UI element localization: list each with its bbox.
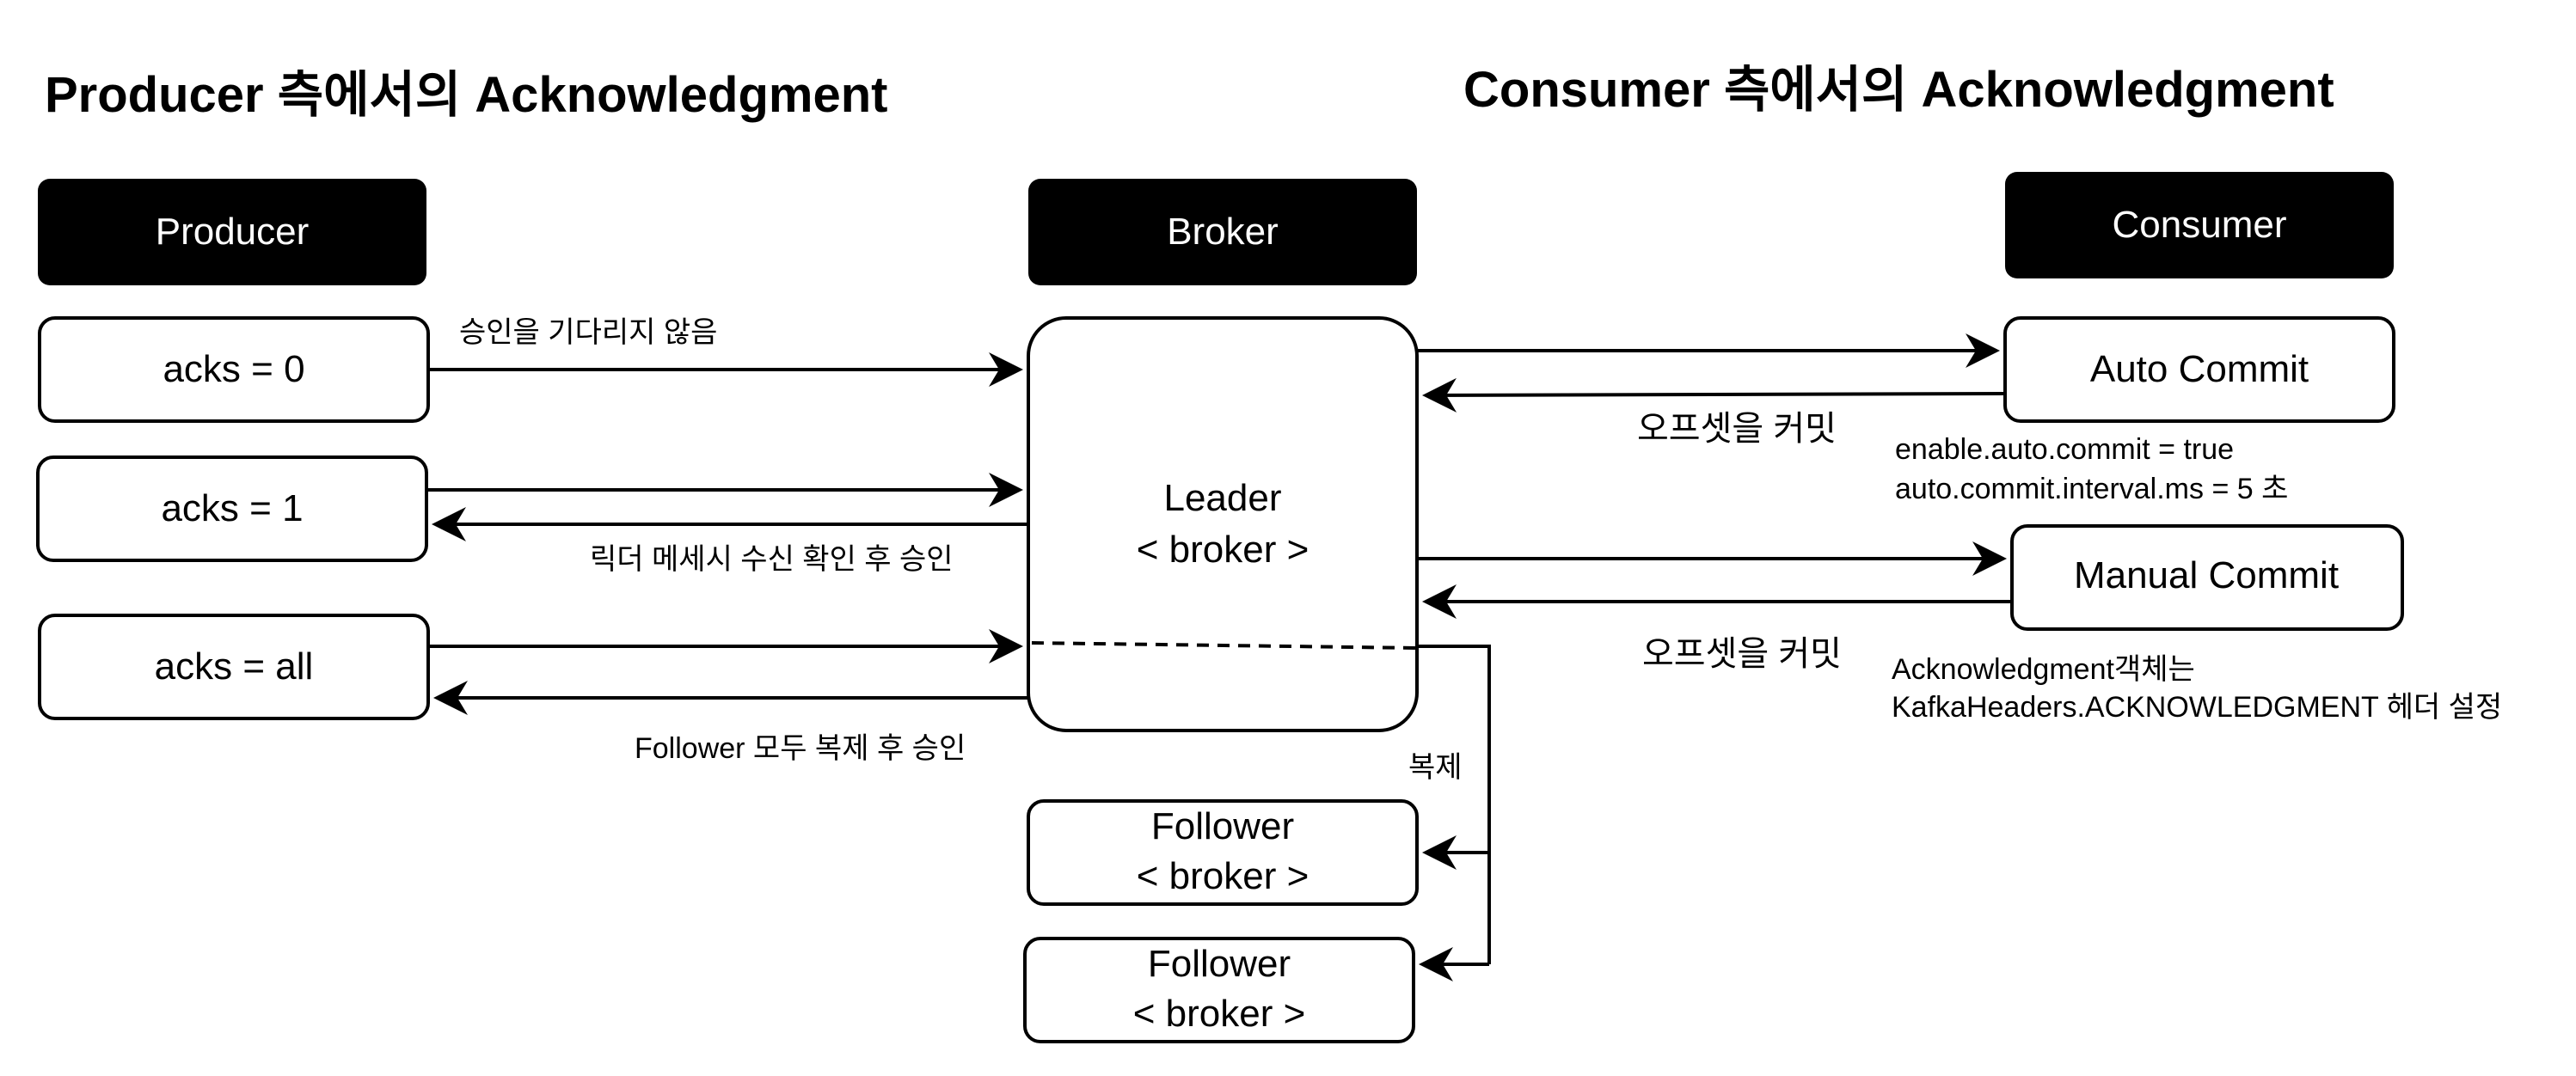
producer-header: Producer [38, 179, 426, 285]
manual-commit-offset-label: 오프셋을 커밋 [1642, 635, 1842, 673]
acks-all-label: acks = all [155, 645, 314, 688]
consumer-header: Consumer [2005, 172, 2394, 278]
acks-1-box: acks = 1 [36, 455, 428, 562]
leader-broker-box: Leader < broker > [1027, 316, 1419, 732]
replication-label: 복제 [1408, 751, 1463, 784]
follower-2-subtitle: < broker > [1133, 993, 1306, 1035]
auto-commit-offset-label: 오프셋을 커밋 [1637, 410, 1837, 448]
auto-commit-offset-arrow [1422, 377, 2006, 413]
follower-1-subtitle: < broker > [1137, 855, 1309, 897]
producer-section-title: Producer 측에서의 Acknowledgment [45, 67, 887, 123]
manual-commit-label: Manual Commit [2074, 554, 2339, 596]
broker-header-label: Broker [1167, 211, 1279, 253]
follower-2-title: Follower [1148, 943, 1291, 985]
manual-commit-note-line-1: Acknowledgment객체는 [1892, 653, 2195, 686]
acks1-return-label: 릭더 메세시 수신 확인 후 승인 [590, 543, 954, 576]
follower-box-2: Follower < broker > [1023, 937, 1415, 1043]
auto-commit-box: Auto Commit [2003, 316, 2395, 423]
auto-commit-label: Auto Commit [2090, 348, 2309, 390]
leader-subtitle: < broker > [1137, 529, 1309, 571]
consumer-header-label: Consumer [2113, 204, 2287, 246]
follower-1-title: Follower [1151, 805, 1294, 847]
leader-divider [1031, 641, 1418, 650]
auto-commit-note-line-2: auto.commit.interval.ms = 5 초 [1895, 473, 2288, 505]
leader-title: Leader [1163, 477, 1281, 519]
producer-header-label: Producer [156, 211, 310, 253]
acks-1-label: acks = 1 [161, 487, 303, 529]
acks0-arrow-label: 승인을 기다리지 않음 [459, 316, 717, 349]
manual-commit-note-line-2: KafkaHeaders.ACKNOWLEDGMENT 헤더 설정 [1892, 691, 2502, 724]
follower-box-1: Follower < broker > [1027, 799, 1419, 906]
acks-all-box: acks = all [38, 614, 430, 720]
broker-header: Broker [1028, 179, 1417, 285]
replication-connector [1417, 645, 1491, 964]
acks-0-box: acks = 0 [38, 316, 430, 423]
manual-commit-box: Manual Commit [2010, 524, 2404, 631]
consumer-section-title: Consumer 측에서의 Acknowledgment [1463, 62, 2334, 118]
acks-0-label: acks = 0 [163, 348, 304, 390]
auto-commit-note-line-1: enable.auto.commit = true [1895, 433, 2234, 466]
acks-all-return-label: Follower 모두 복제 후 승인 [635, 732, 966, 765]
